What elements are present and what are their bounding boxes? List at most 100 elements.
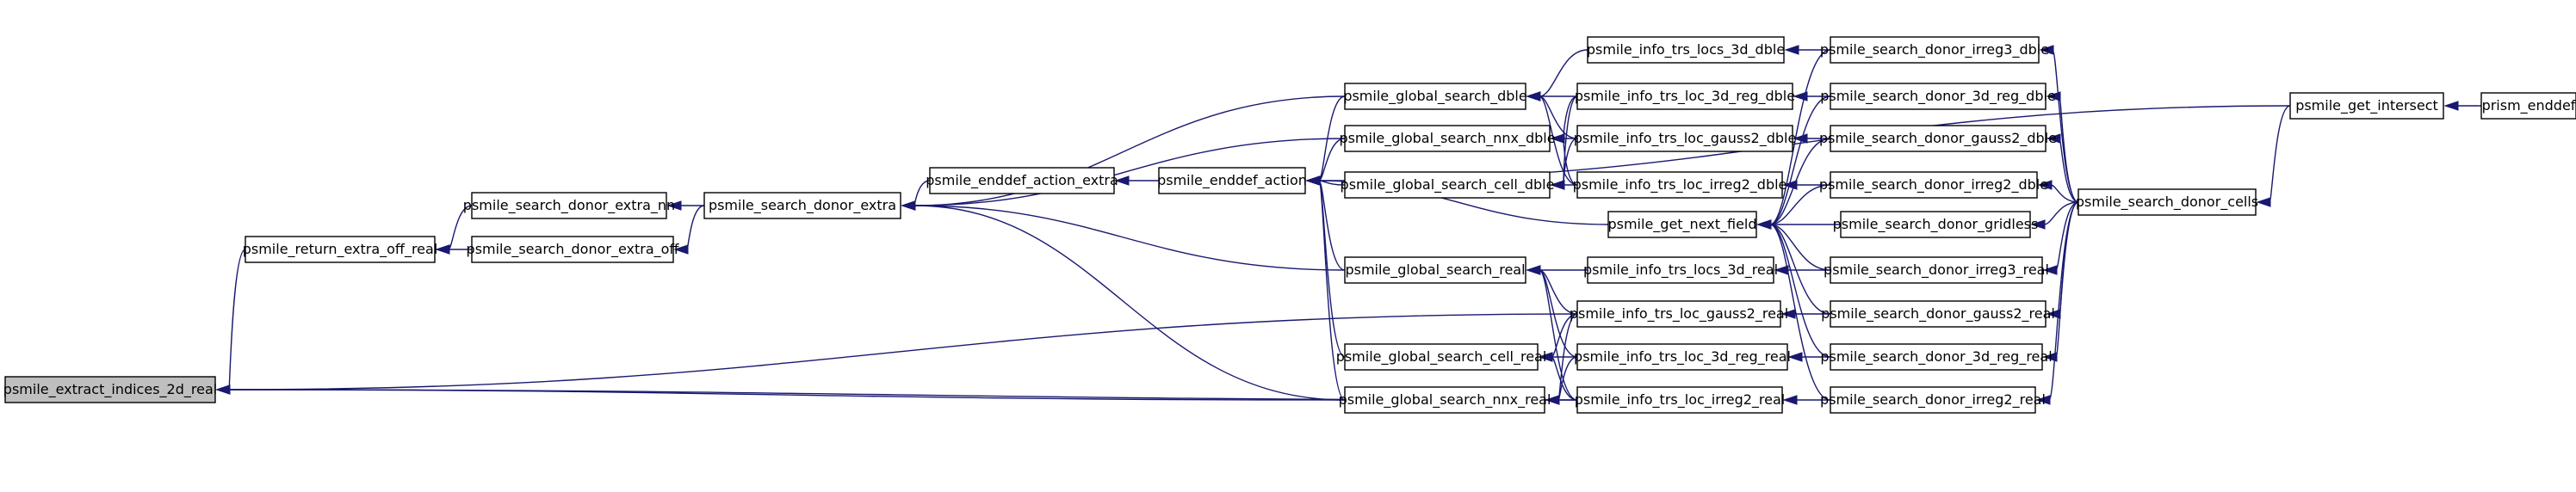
node-box[interactable] [471,236,674,263]
node-box[interactable] [1587,36,1785,64]
graph-node[interactable]: psmile_search_donor_extra_nn [463,192,675,219]
node-box[interactable] [1344,83,1526,110]
arrow-head-icon [1550,133,1565,144]
call-edge [1769,138,1831,225]
node-box[interactable] [2289,92,2444,120]
node-box[interactable] [1830,83,2047,110]
node-box[interactable] [1830,125,2047,152]
node-box[interactable] [1830,36,2040,64]
graph-node[interactable]: psmile_enddef_action [1157,167,1307,194]
node-label: psmile_search_donor_irreg2_real [1820,391,2046,409]
graph-node[interactable]: psmile_info_trs_loc_irreg2_real [1575,386,1786,414]
node-label: psmile_global_search_dble [1343,88,1526,105]
node-box[interactable] [1344,386,1545,414]
graph-node[interactable]: psmile_get_intersect [2289,92,2444,120]
arrow-head-icon [2039,45,2054,55]
node-box[interactable] [1576,171,1783,199]
graph-node[interactable]: psmile_info_trs_locs_3d_real [1583,256,1778,284]
graph-node[interactable]: psmile_info_trs_locs_3d_dble [1587,36,1785,64]
call-edge [913,205,1346,271]
graph-node[interactable]: psmile_search_donor_extra [703,192,901,219]
arrow-head-icon [1526,265,1541,275]
node-box[interactable] [1607,211,1757,238]
node-box[interactable] [2480,92,2576,120]
graph-node[interactable]: psmile_extract_indices_2d_real [3,376,217,403]
call-edge [1539,95,1578,186]
call-edge [913,205,1346,401]
node-box[interactable] [1840,211,2031,238]
graph-node[interactable]: psmile_search_donor_extra_off [467,236,680,263]
arrow-head-icon [901,200,916,211]
node-label: psmile_info_trs_loc_gauss2_real [1570,305,1788,323]
graph-node[interactable]: psmile_info_trs_loc_3d_reg_dble [1575,83,1795,110]
node-box[interactable] [1830,300,2047,328]
node-box[interactable] [1344,171,1551,199]
graph-node[interactable]: psmile_search_donor_irreg2_dble [1819,171,2048,199]
node-box[interactable] [1830,386,2036,414]
node-box[interactable] [1158,167,1306,194]
arrow-head-icon [1780,309,1796,319]
call-edge [686,205,705,250]
graph-node[interactable]: psmile_search_donor_irreg2_real [1820,386,2046,414]
call-edge [1769,49,1831,225]
graph-node[interactable]: psmile_search_donor_3d_reg_real [1820,343,2053,371]
node-box[interactable] [1830,256,2043,284]
call-edge [1539,269,1578,315]
graph-node[interactable]: psmile_info_trs_loc_gauss2_real [1570,300,1788,328]
graph-node[interactable]: psmile_return_extra_off_real [243,236,438,263]
node-box[interactable] [1830,343,2043,371]
graph-node[interactable]: psmile_search_donor_cells [2076,188,2258,216]
node-label: psmile_search_donor_extra_nn [463,197,675,214]
node-box[interactable] [1344,256,1526,284]
node-box[interactable] [1587,256,1774,284]
node-box[interactable] [929,167,1115,194]
node-label: psmile_return_extra_off_real [243,241,438,258]
graph-node[interactable]: psmile_global_search_real [1344,256,1526,284]
arrow-head-icon [1774,265,1789,275]
root-node-box[interactable] [4,376,216,403]
graph-node[interactable]: psmile_search_donor_3d_reg_dble [1820,83,2056,110]
arrow-head-icon [673,244,689,255]
node-box[interactable] [2078,188,2257,216]
node-box[interactable] [245,236,436,263]
node-box[interactable] [1576,386,1783,414]
node-box[interactable] [1830,171,2038,199]
graph-node[interactable]: psmile_global_search_dble [1343,83,1527,110]
arrow-head-icon [2030,219,2046,230]
arrow-head-icon [215,384,231,395]
call-edge [1769,184,1831,225]
node-box[interactable] [1576,125,1793,152]
arrow-head-icon [1545,395,1560,405]
graph-node[interactable]: psmile_enddef_action_extra [926,167,1118,194]
graph-node[interactable]: psmile_info_trs_loc_3d_reg_real [1574,343,1791,371]
graph-node[interactable]: psmile_global_search_cell_real [1336,343,1547,371]
node-label: psmile_info_trs_loc_irreg2_real [1575,391,1786,409]
node-box[interactable] [1576,300,1781,328]
graph-node[interactable]: psmile_global_search_nnx_real [1339,386,1551,414]
call-edge [2059,138,2079,203]
call-edge [1539,95,1578,139]
arrow-head-icon [666,200,682,211]
graph-node[interactable]: psmile_info_trs_loc_gauss2_dble [1574,125,1797,152]
node-label: psmile_enddef_action_extra [926,172,1118,189]
node-box[interactable] [471,192,667,219]
node-box[interactable] [703,192,901,219]
node-box[interactable] [1344,125,1551,152]
call-edge [1769,224,1831,271]
graph-node[interactable]: psmile_global_search_nnx_dble [1339,125,1556,152]
graph-node[interactable]: psmile_search_donor_irreg3_real [1824,256,2049,284]
node-box[interactable] [1344,343,1539,371]
graph-node[interactable]: psmile_search_donor_gauss2_real [1821,300,2055,328]
graph-node[interactable]: prism_enddef [2480,92,2576,120]
call-edge [2048,201,2079,401]
graph-node[interactable]: psmile_search_donor_gauss2_dble [1819,125,2057,152]
call-edge [1769,95,1831,225]
graph-node[interactable]: psmile_search_donor_irreg3_dble [1820,36,2049,64]
graph-node[interactable]: psmile_get_next_field [1607,211,1757,238]
graph-node[interactable]: psmile_info_trs_loc_irreg2_dble [1573,171,1787,199]
node-box[interactable] [1576,83,1793,110]
graph-node[interactable]: psmile_global_search_cell_dble [1341,171,1555,199]
node-label: psmile_extract_indices_2d_real [3,381,217,398]
graph-node[interactable]: psmile_search_donor_gridless [1833,211,2039,238]
node-box[interactable] [1576,343,1788,371]
